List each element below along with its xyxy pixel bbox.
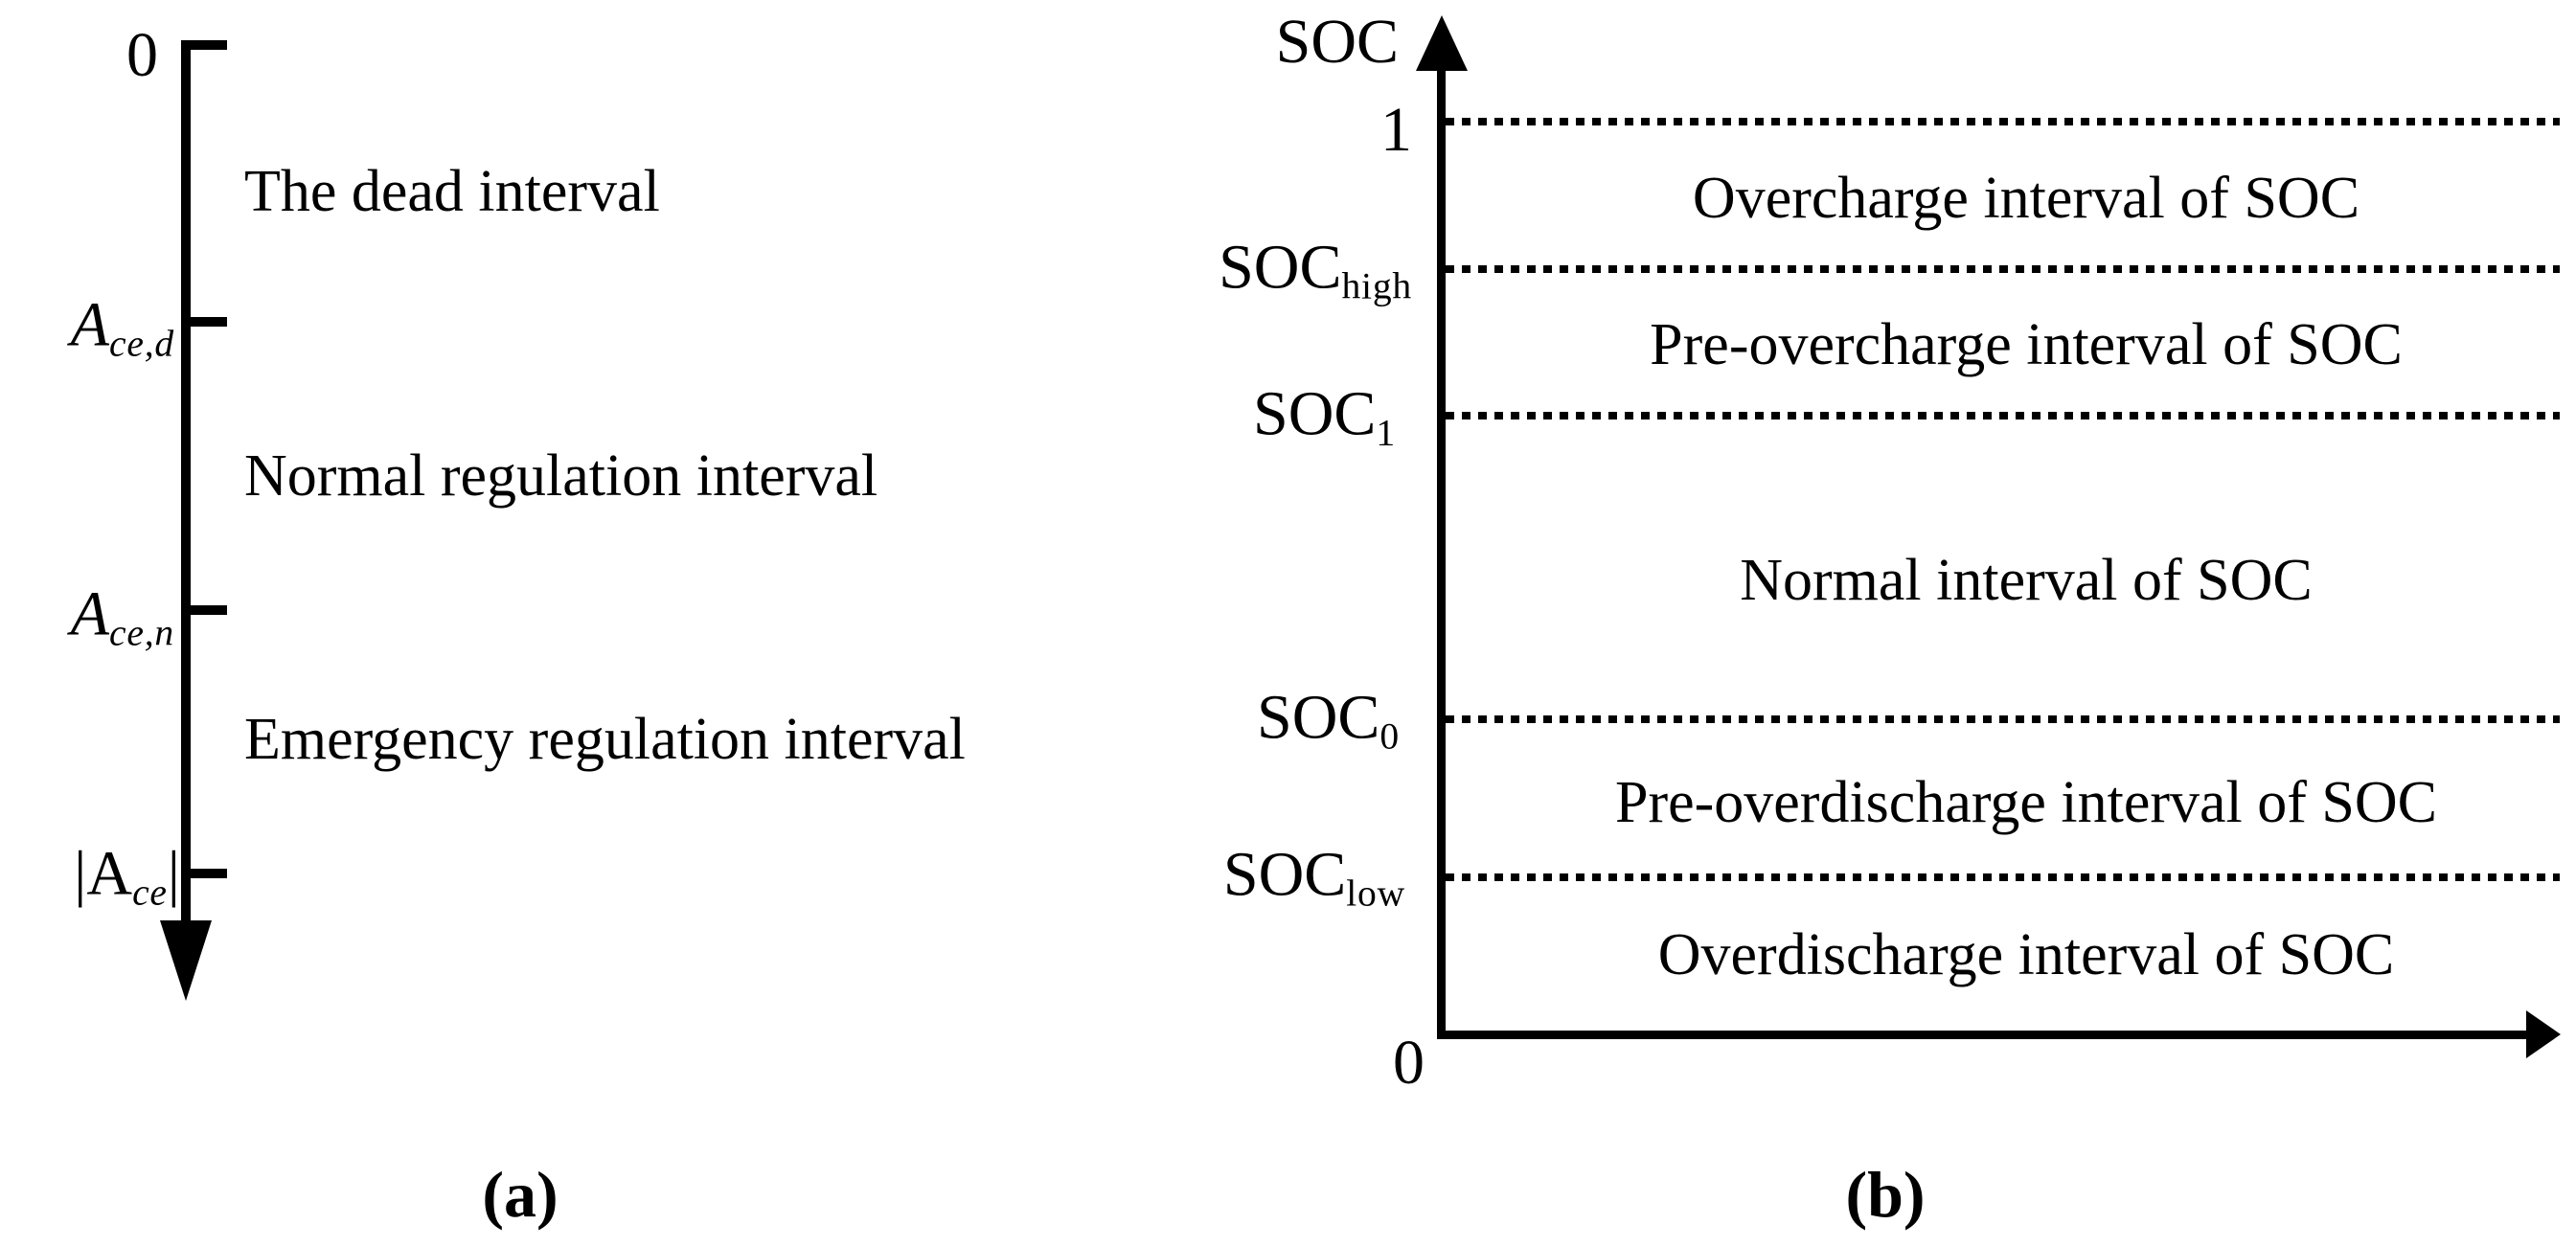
panel-a-axis-line [181, 40, 191, 924]
panel-a-tick-label-ace-n: Ace,n [70, 578, 174, 654]
panel-b-tick-label-soc-0: SOC0 [1257, 682, 1400, 758]
panel-a-tick-zero [181, 40, 227, 50]
panel-a-axis-arrowhead-down-icon [160, 920, 212, 1001]
panel-b-tick-label-soc-low: SOClow [1222, 839, 1405, 915]
panel-b-region-pre-overcharge: Pre-overcharge interval of SOC [1650, 312, 2403, 377]
panel-b-y-axis-arrowhead-up-icon [1416, 15, 1468, 71]
panel-b-region-overcharge: Overcharge interval of SOC [1692, 166, 2360, 231]
panel-a-tick-ace-abs [181, 869, 227, 878]
panel-b-dotted-line-soc-high [1446, 265, 2560, 273]
panel-a-tick-label-zero: 0 [126, 20, 158, 90]
panel-b-region-overdischarge: Overdischarge interval of SOC [1657, 922, 2395, 987]
panel-b-origin-label: 0 [1393, 1028, 1425, 1098]
panel-b-tick-label-one: 1 [1380, 95, 1412, 165]
panel-a-tick-ace-n [181, 605, 227, 615]
panel-a-tick-ace-d [181, 317, 227, 327]
panel-b-caption: (b) [1845, 1158, 1926, 1231]
panel-b-y-axis-label: SOC [1275, 7, 1399, 77]
panel-a-interval-emergency: Emergency regulation interval [244, 707, 966, 772]
panel-a-tick-label-ace-d: Ace,d [70, 289, 174, 365]
panel-b-dotted-line-1 [1446, 118, 2560, 125]
panel-b-y-axis-line [1437, 59, 1446, 1038]
panel-b-dotted-line-soc-low [1446, 873, 2560, 881]
panel-b-region-pre-overdischarge: Pre-overdischarge interval of SOC [1614, 770, 2437, 835]
panel-a-interval-normal: Normal regulation interval [244, 443, 878, 509]
panel-b-x-axis-line [1437, 1031, 2529, 1039]
panel-a-tick-label-ace-abs: |Ace| [74, 838, 180, 914]
panel-b-dotted-line-soc-1 [1446, 412, 2560, 419]
panel-b-region-normal: Normal interval of SOC [1740, 548, 2313, 613]
panel-a-interval-dead: The dead interval [244, 159, 660, 224]
panel-b-dotted-line-soc-0 [1446, 715, 2560, 723]
panel-a-caption: (a) [482, 1158, 559, 1231]
panel-b-x-axis-arrowhead-right-icon [2526, 1010, 2561, 1058]
panel-b-tick-label-soc-1: SOC1 [1253, 378, 1396, 454]
panel-b-tick-label-soc-high: SOChigh [1219, 232, 1412, 307]
